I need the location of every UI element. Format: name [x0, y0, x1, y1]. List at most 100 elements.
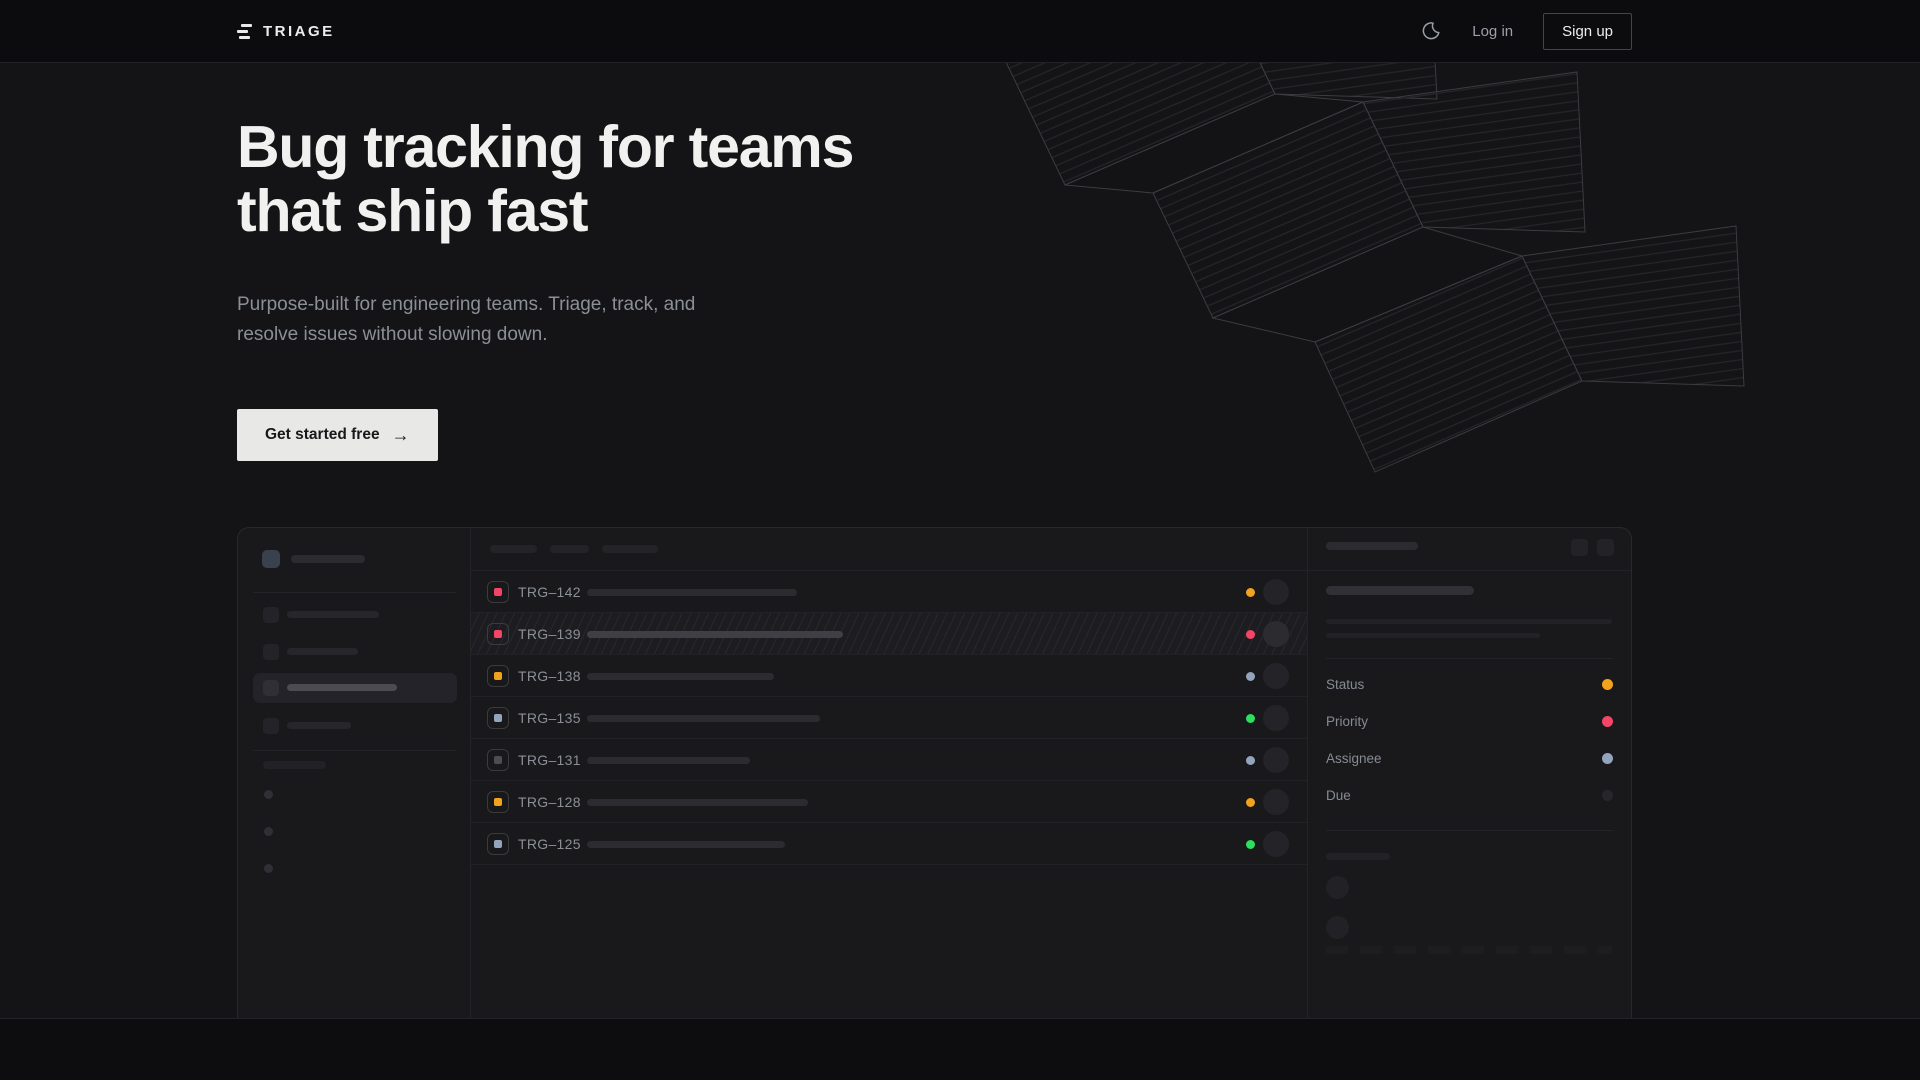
issue-status-dot — [1246, 588, 1255, 597]
issue-status-dot — [1246, 798, 1255, 807]
issue-row: TRG–138 — [471, 655, 1307, 697]
login-link[interactable]: Log in — [1472, 23, 1513, 40]
preview-detail-panel: Status Priority Assignee Due — [1308, 528, 1631, 1018]
app-preview-card: TRG–142 TRG–139 TRG–138 TRG–135 TRG–131 … — [237, 527, 1632, 1018]
issue-assignee-avatar — [1263, 705, 1289, 731]
issue-row: TRG–139 — [471, 613, 1307, 655]
issue-status-dot — [1246, 672, 1255, 681]
issue-row: TRG–125 — [471, 823, 1307, 865]
sidebar-divider — [253, 750, 456, 751]
issue-id: TRG–139 — [518, 613, 581, 655]
site-header: TRIAGE Log in Sign up — [0, 0, 1920, 63]
detail-field-label: Assignee — [1326, 740, 1382, 777]
issue-assignee-avatar — [1263, 579, 1289, 605]
detail-panel-header — [1308, 528, 1631, 571]
issue-status-icon — [487, 791, 509, 813]
sidebar-dot — [264, 827, 273, 836]
issue-id: TRG–125 — [518, 823, 581, 865]
detail-field-dot — [1602, 790, 1613, 801]
nav-item-label-skeleton — [287, 722, 351, 729]
issue-id: TRG–138 — [518, 655, 581, 697]
issue-row: TRG–128 — [471, 781, 1307, 823]
issue-title-skeleton — [587, 757, 750, 764]
theme-toggle[interactable] — [1420, 20, 1442, 42]
brand-logo[interactable]: TRIAGE — [237, 23, 335, 40]
issue-id: TRG–135 — [518, 697, 581, 739]
issue-status-icon — [487, 749, 509, 771]
sidebar-nav-item — [253, 637, 457, 667]
issue-assignee-avatar — [1263, 831, 1289, 857]
issue-row: TRG–135 — [471, 697, 1307, 739]
arrow-right-icon: → — [392, 425, 410, 446]
issue-row: TRG–131 — [471, 739, 1307, 781]
moon-icon — [1421, 21, 1441, 41]
preview-sidebar — [238, 528, 471, 1018]
sidebar-section-label-skeleton — [263, 761, 326, 769]
detail-field-row: Due — [1308, 777, 1631, 814]
get-started-button[interactable]: Get started free → — [237, 409, 438, 461]
issue-title-skeleton — [587, 841, 785, 848]
issue-desc-skeleton — [1326, 619, 1612, 624]
issue-status-dot — [1246, 840, 1255, 849]
issue-row: TRG–142 — [471, 571, 1307, 613]
hero-subtitle-line2: resolve issues without slowing down. — [237, 324, 548, 345]
issue-title-skeleton — [587, 631, 843, 638]
hero-subtitle-line1: Purpose-built for engineering teams. Tri… — [237, 294, 695, 315]
hero-section: Bug tracking for teams that ship fast Pu… — [237, 63, 853, 461]
issue-list-header — [471, 528, 1307, 571]
detail-field-row: Priority — [1308, 703, 1631, 740]
issue-status-icon — [487, 833, 509, 855]
list-filter-pill — [550, 545, 589, 553]
issue-id: TRG–131 — [518, 739, 581, 781]
workspace-avatar — [262, 550, 280, 568]
issue-status-icon — [487, 623, 509, 645]
panel-divider — [1326, 658, 1613, 659]
detail-field-row: Status — [1308, 666, 1631, 703]
sidebar-nav-item — [253, 600, 457, 630]
issue-status-dot — [1246, 756, 1255, 765]
hero-subtitle: Purpose-built for engineering teams. Tri… — [237, 290, 853, 350]
issue-title-skeleton — [587, 799, 808, 806]
detail-field-dot — [1602, 753, 1613, 764]
brand-name: TRIAGE — [263, 23, 335, 40]
comment-avatar — [1326, 916, 1349, 939]
detail-field-dot — [1602, 716, 1613, 727]
signup-button[interactable]: Sign up — [1543, 13, 1632, 50]
sidebar-nav-item — [253, 711, 457, 741]
detail-field-label: Priority — [1326, 703, 1368, 740]
sidebar-dot — [264, 864, 273, 873]
detail-field-row: Assignee — [1308, 740, 1631, 777]
triage-logo-icon — [237, 24, 252, 39]
panel-title-skeleton — [1326, 542, 1418, 550]
issue-id: TRG–128 — [518, 781, 581, 823]
detail-field-label: Status — [1326, 666, 1364, 703]
issue-assignee-avatar — [1263, 621, 1289, 647]
nav-item-label-skeleton — [287, 648, 358, 655]
detail-field-dot — [1602, 679, 1613, 690]
panel-action-icon — [1597, 539, 1614, 556]
issue-assignee-avatar — [1263, 789, 1289, 815]
issue-desc-skeleton — [1326, 633, 1540, 638]
nav-item-label-skeleton — [287, 611, 379, 618]
preview-issue-list: TRG–142 TRG–139 TRG–138 TRG–135 TRG–131 … — [471, 528, 1308, 1018]
issue-id: TRG–142 — [518, 571, 581, 613]
activity-label-skeleton — [1326, 853, 1390, 860]
nav-item-label-skeleton — [287, 684, 397, 691]
get-started-label: Get started free — [265, 426, 380, 444]
comment-skeleton — [1326, 946, 1612, 954]
panel-action-icon — [1571, 539, 1588, 556]
page-title: Bug tracking for teams that ship fast — [237, 115, 853, 243]
site-footer — [0, 1018, 1920, 1080]
nav-item-icon — [263, 607, 279, 623]
list-filter-pill — [602, 545, 658, 553]
issue-status-icon — [487, 665, 509, 687]
issue-assignee-avatar — [1263, 747, 1289, 773]
workspace-name-skeleton — [291, 555, 365, 563]
sidebar-nav-item — [253, 673, 457, 703]
issue-status-dot — [1246, 714, 1255, 723]
issue-status-icon — [487, 581, 509, 603]
issue-assignee-avatar — [1263, 663, 1289, 689]
header-actions: Log in Sign up — [1420, 13, 1632, 50]
list-filter-pill — [490, 545, 537, 553]
